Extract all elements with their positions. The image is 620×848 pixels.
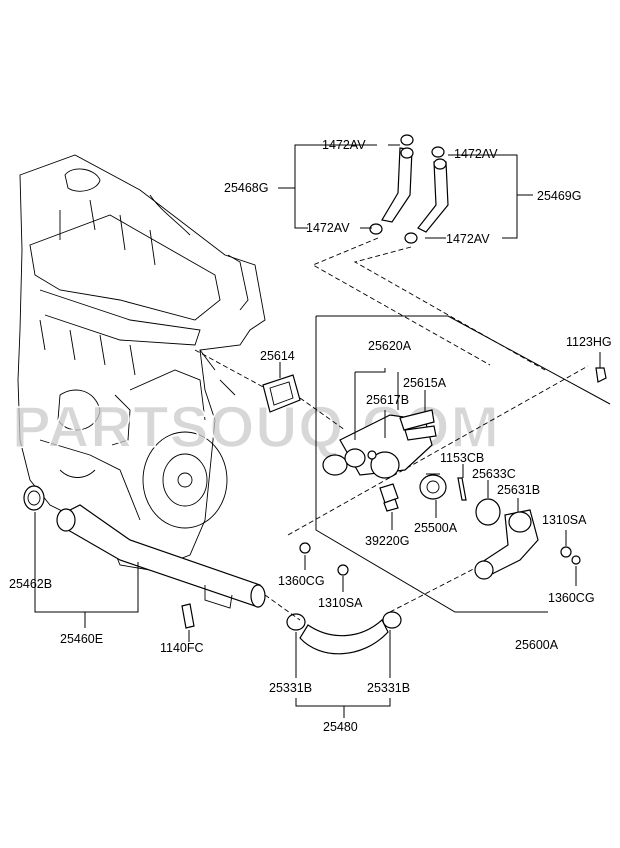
label-39220g: 39220G bbox=[365, 534, 409, 548]
label-25460e: 25460E bbox=[60, 632, 103, 646]
label-25331b-right: 25331B bbox=[367, 681, 410, 695]
bolt-1140fc bbox=[181, 603, 195, 629]
leader-25468g bbox=[278, 144, 400, 229]
label-1472av-bottom-left: 1472AV bbox=[306, 221, 350, 235]
label-1472av-top-left: 1472AV bbox=[322, 138, 366, 152]
label-25469g: 25469G bbox=[537, 189, 581, 203]
guide-25614 bbox=[194, 349, 346, 431]
nut-1360cg-right bbox=[571, 555, 581, 565]
hose-25468g bbox=[369, 134, 414, 235]
label-1472av-top-right: 1472AV bbox=[454, 147, 498, 161]
label-1310sa-right: 1310SA bbox=[542, 513, 587, 527]
label-1153cb: 1153CB bbox=[440, 451, 484, 465]
label-25500a: 25500A bbox=[414, 521, 458, 535]
label-25633c: 25633C bbox=[472, 467, 516, 481]
thermostat-housing-25620a bbox=[322, 409, 437, 479]
label-25600a: 25600A bbox=[515, 638, 559, 652]
nut-1310sa-right bbox=[560, 546, 572, 558]
label-25480: 25480 bbox=[323, 720, 358, 734]
outlet-25631b bbox=[474, 509, 539, 580]
pipe-25460e bbox=[56, 504, 266, 609]
hose-25469g bbox=[404, 146, 449, 244]
label-25614: 25614 bbox=[260, 349, 295, 363]
guide-25600a bbox=[287, 365, 589, 536]
label-25617b: 25617B bbox=[366, 393, 409, 407]
label-1360cg-right: 1360CG bbox=[548, 591, 595, 605]
leader-25480 bbox=[295, 630, 391, 718]
label-25620a: 25620A bbox=[368, 339, 412, 353]
label-25468g: 25468G bbox=[224, 181, 268, 195]
guide-25480 bbox=[264, 594, 301, 621]
label-1472av-bottom-right: 1472AV bbox=[446, 232, 490, 246]
label-1123hg: 1123HG bbox=[566, 335, 612, 349]
nut-1310sa-left bbox=[337, 564, 349, 576]
hose-25480 bbox=[286, 611, 402, 655]
label-1310sa-left: 1310SA bbox=[318, 596, 363, 610]
stud-1153cb bbox=[457, 477, 467, 501]
bolt-1123hg bbox=[595, 367, 607, 383]
label-25631b: 25631B bbox=[497, 483, 540, 497]
label-1140fc: 1140FC bbox=[160, 641, 204, 655]
thermostat-25500a bbox=[419, 473, 447, 500]
sensor-39220g bbox=[379, 483, 399, 512]
seal-25462b bbox=[23, 485, 45, 511]
bracket-25600a bbox=[315, 315, 611, 613]
label-25462b: 25462B bbox=[9, 577, 52, 591]
nut-1360cg-left bbox=[299, 542, 311, 554]
leader-25620a bbox=[354, 368, 399, 440]
label-1360cg-left: 1360CG bbox=[278, 574, 325, 588]
label-25331b-left: 25331B bbox=[269, 681, 312, 695]
leader-25469g bbox=[425, 154, 533, 239]
leader-25460e bbox=[34, 512, 139, 628]
gasket-25633c bbox=[475, 498, 501, 526]
label-25615a: 25615A bbox=[403, 376, 447, 390]
engine-block-illustration bbox=[17, 154, 266, 571]
gasket-25614 bbox=[262, 374, 301, 413]
